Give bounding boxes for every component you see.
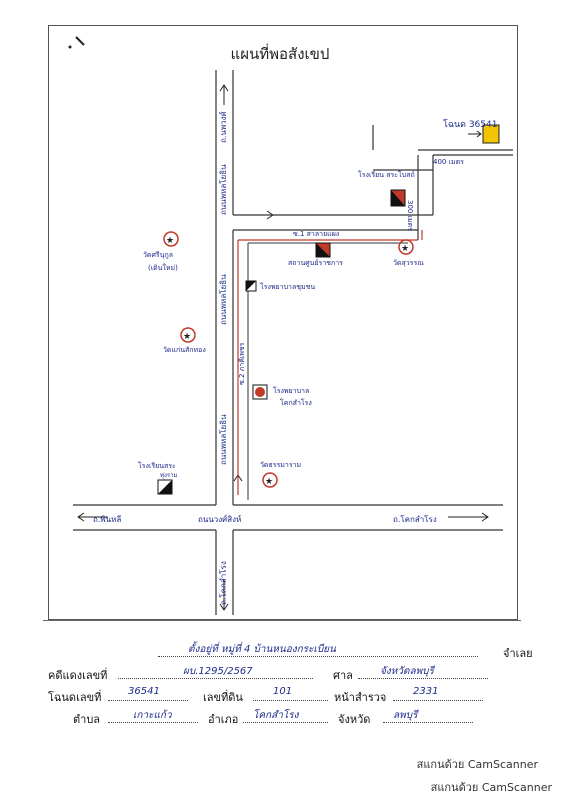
map-frame [48, 25, 518, 620]
temple-icon: ★ [262, 472, 278, 488]
case-value: ผบ.1295/2567 [183, 666, 253, 677]
distance-label-2: 300 เมตร [406, 200, 414, 231]
court-label: ศาล [333, 669, 353, 682]
road-label-north: ถ.นพวงศ์ [218, 111, 228, 143]
road-label-west: ถ.พินหลี [93, 515, 121, 524]
province-label: จังหวัด [338, 713, 371, 726]
distance-label-1: 400 เมตร [433, 158, 464, 166]
flag-icon [245, 280, 257, 292]
location-value: ตั้งอยู่ที่ หมู่ที่ 4 บ้านหนองกระเบียน [188, 644, 336, 655]
hospital-icon [252, 384, 268, 400]
payment-label: จำเลย [503, 647, 533, 660]
hospital-label: โรงพยาบาล [273, 386, 309, 395]
land-no-value: 101 [273, 686, 293, 697]
svg-text:★: ★ [265, 477, 273, 487]
school-3-label: โรงเรียนสระ [138, 461, 176, 470]
district-label: อำเภอ [208, 713, 239, 726]
frame-bottom-line [43, 620, 521, 621]
survey-value: 2331 [413, 686, 439, 697]
temple-icon: ★ [163, 231, 179, 247]
temple-icon: ★ [398, 239, 414, 255]
temple-1-sub: (เดินใหม่) [148, 263, 178, 272]
road-label-lane: ซ.1 สาลายแผง [293, 230, 339, 238]
temple-1-label: วัดศรีนุกูล [143, 251, 173, 259]
road-label-cross: ถนนวงศ์สิงห์ [198, 514, 241, 524]
temple-icon: ★ [180, 327, 196, 343]
court-value: จังหวัดลพบุรี [380, 666, 434, 677]
main-road [215, 70, 234, 615]
temple-3-label: วัดสุวรรณ [393, 259, 424, 267]
case-label: คดีแดงเลขที่ [48, 669, 108, 682]
hospital-sub: โคกสำโรง [280, 398, 312, 407]
road-label-lane-vertical: ซ.2 ภาคีเพชร [238, 342, 246, 385]
temple-2-label: วัดแก่นสักทอง [163, 346, 206, 354]
svg-text:★: ★ [166, 236, 174, 246]
school-3-sub: ทุ่งราม [160, 472, 177, 479]
district-value: โคกสำโรง [253, 710, 299, 721]
subdistrict-value: เกาะแก้ว [133, 710, 172, 721]
school-2-label: สถานศูนย์ราชการ [288, 259, 343, 267]
school-icon [390, 189, 406, 207]
road-label-main-mid: ถนนพหลโยธิน [218, 274, 228, 325]
road-label-main-south: ถนนพหลโยธิน [218, 414, 228, 465]
case-row: คดีแดงเลขที่ ผบ.1295/2567 ศาล จังหวัดลพบ… [28, 662, 548, 682]
side-road [233, 125, 513, 240]
subdistrict-label: ตำบล [73, 713, 101, 726]
road-label-south: ถ.โคกสำโรง [218, 561, 228, 605]
map-drawing: โฉนด 36541 400 เมตร 300 เมตร ถ.นพวงศ์ ถน… [68, 36, 513, 615]
road-label-east: ถ.โคกสำโรง [393, 514, 437, 524]
survey-label: หน้าสำรวจ [334, 691, 387, 704]
svg-text:★: ★ [401, 244, 409, 254]
government-icon [315, 242, 331, 258]
temple-4-label: วัดธรรมาราม [260, 461, 301, 469]
land-no-label: เลขที่ดิน [203, 691, 243, 704]
map-title: แผนที่พอสังเขป [230, 45, 330, 63]
deed-info-form: ตั้งอยู่ที่ หมู่ที่ 4 บ้านหนองกระเบียน จ… [28, 628, 548, 733]
road-label-main-north: ถนนพหลโยธิน [218, 164, 228, 215]
red-route [237, 230, 423, 495]
school-1-label: โรงเรียน สระโบสถ์ [358, 170, 415, 179]
target-label: โฉนด 36541 [443, 119, 497, 130]
scanner-watermark-1: สแกนด้วย CamScanner [416, 758, 538, 771]
scanner-watermark-2: สแกนด้วย CamScanner [430, 781, 552, 794]
address-row: ตำบล เกาะแก้ว อำเภอ โคกสำโรง จังหวัด ลพบ… [28, 706, 548, 726]
svg-text:★: ★ [183, 332, 191, 342]
location-row: ตั้งอยู่ที่ หมู่ที่ 4 บ้านหนองกระเบียน จ… [28, 640, 548, 660]
deed-value: 36541 [128, 686, 160, 697]
road-arrows [77, 84, 489, 611]
cross-road [73, 504, 503, 531]
deed-row: โฉนดเลขที่ 36541 เลขที่ดิน 101 หน้าสำรวจ… [28, 684, 548, 704]
corner-mark [68, 36, 85, 49]
gas-station-label: โรงพยาบาลชุมชน [260, 282, 315, 291]
deed-label: โฉนดเลขที่ [48, 691, 102, 704]
target-marker [468, 124, 500, 144]
school-icon [157, 479, 173, 495]
province-value: ลพบุรี [393, 710, 418, 721]
